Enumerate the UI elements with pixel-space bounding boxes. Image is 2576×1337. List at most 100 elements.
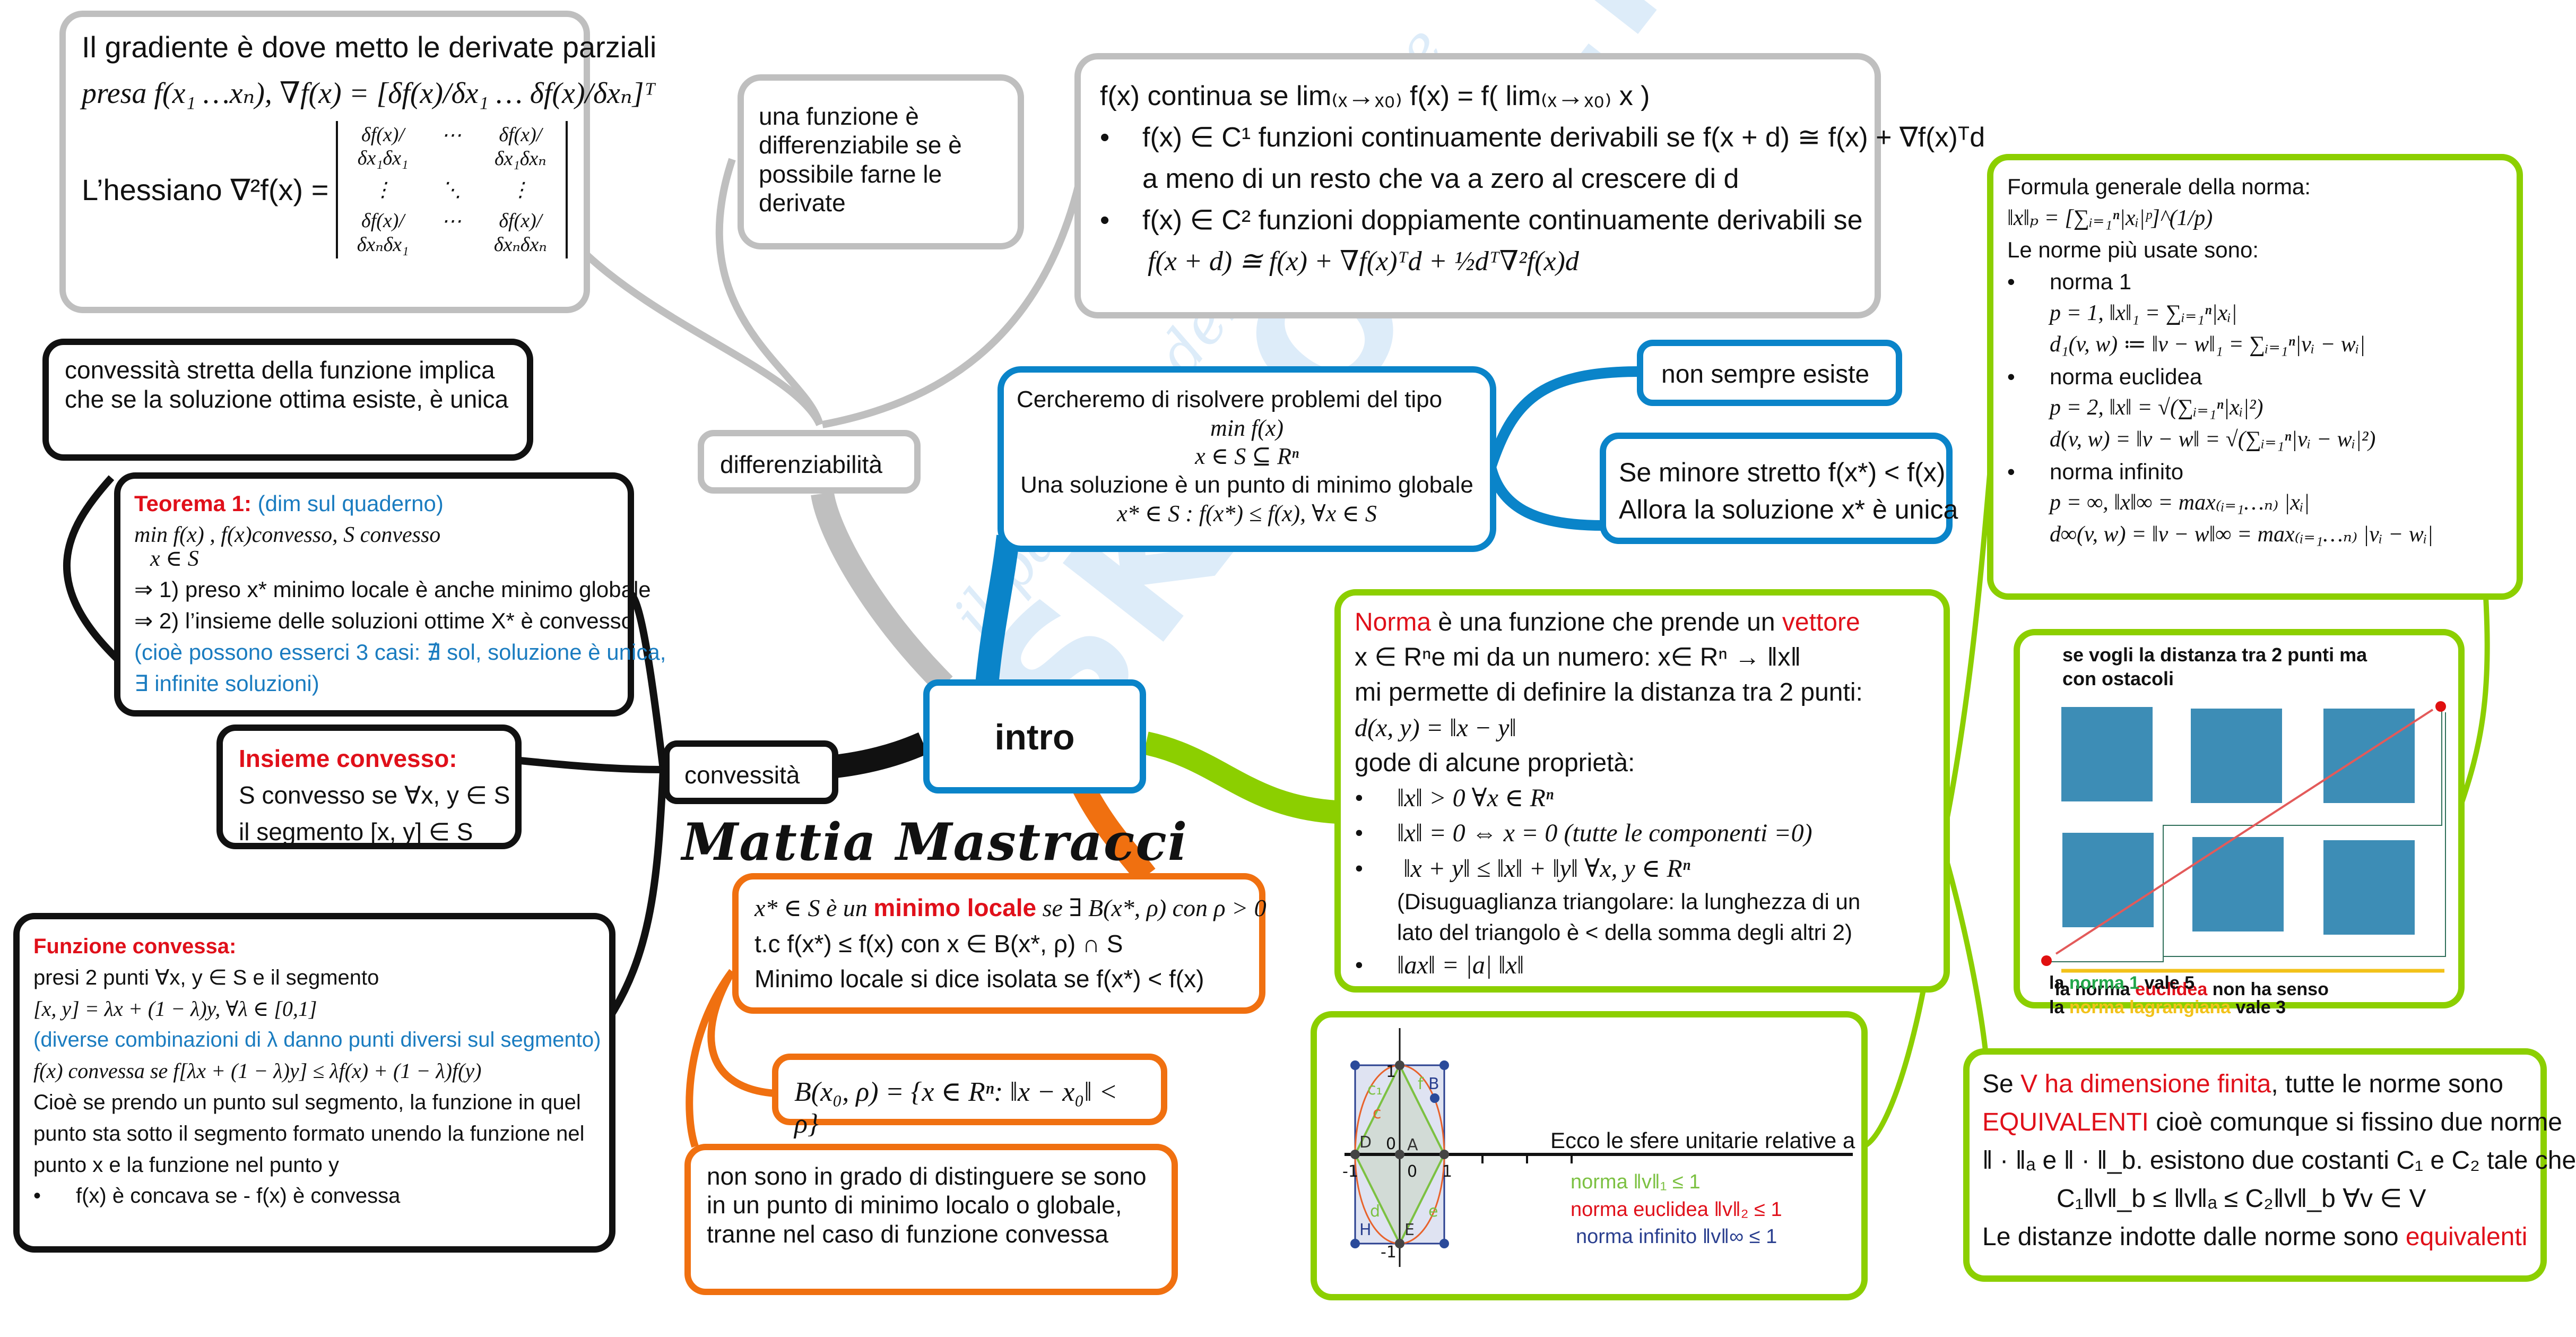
obstacle-square (2191, 709, 2282, 803)
convex-function-note: (diverse combinazioni di λ danno punti d… (33, 1028, 601, 1052)
norm-property: • ‖x + y‖ ≤ ‖x‖ + ‖y‖ ∀x, y ∈ Rⁿ (1355, 854, 1690, 883)
unit-spheres-figure: A B D E H c₁ c d e f 1 0 0 -1 1 -1 (1342, 1028, 1853, 1267)
norm-line: d(x, y) = ‖x − y‖ (1355, 713, 1516, 742)
branch-blue-2 (1486, 465, 1603, 531)
hessian-cell: δf(x)/δxₙδx₁ (357, 210, 409, 256)
ball-definition-node[interactable]: B(x₀, ρ) = {x ∈ Rⁿ: ‖x − x₀‖ < ρ} (772, 1054, 1167, 1139)
convessita-node[interactable]: convessità (663, 740, 838, 804)
triangle-note: lato del triangolo è < della somma degli… (1397, 919, 1852, 945)
label-D: D (1359, 1133, 1372, 1152)
continuity-node[interactable]: f(x) continua se lim₍ₓ→ₓ₀₎ f(x) = f( lim… (1074, 53, 1985, 318)
convessita-label: convessità (684, 761, 800, 789)
hessian-cell: ⋮ (372, 179, 393, 201)
point (1430, 1093, 1439, 1103)
norm-item-formula: p = 2, ‖x‖ = √(∑ᵢ₌₁ⁿ|xᵢ|²) (2050, 395, 2263, 420)
theorem-note1: (cioè possono esserci 3 casi: ∄ sol, sol… (134, 639, 666, 665)
point (1350, 1060, 1360, 1070)
convex-set-node[interactable]: Insieme convesso: S convesso se ∀x, y ∈ … (216, 724, 522, 849)
norm-item-formula: d(v, w) = ‖v − w‖ = √(∑ᵢ₌₁ⁿ|vᵢ − wᵢ|²) (2050, 427, 2376, 452)
problem-node[interactable]: Cercheremo di risolvere problemi del tip… (998, 366, 1496, 552)
theorem-line1-sub: x ∈ S (150, 546, 199, 571)
concave-bullet: •f(x) è concava se - f(x) è convessa (33, 1184, 401, 1208)
differentiable-definition-node[interactable]: una funzione è differenziabile se è poss… (738, 74, 1024, 249)
unit-spheres-node[interactable]: A B D E H c₁ c d e f 1 0 0 -1 1 -1 Ecco … (1311, 1011, 1868, 1300)
local-min-line2: t.c f(x*) ≤ f(x) con x ∈ B(x*, ρ) ∩ S (754, 929, 1123, 958)
hessian-cell: ⋮ (510, 179, 531, 201)
norm-item-formula: p = ∞, ‖x‖∞ = max₍ᵢ₌₁…ₙ₎ |xᵢ| (2050, 490, 2310, 515)
obstacles-line2: la norma 1 vale 5 (2049, 973, 2195, 993)
equivalence-line1: Se V ha dimensione finita, tutte le norm… (1982, 1070, 2503, 1098)
norm-line: x ∈ Rⁿe mi da un numero: x∈ Rⁿ → ‖x‖ (1355, 643, 1801, 672)
equivalence-line2: EQUIVALENTI cioè comunque si fissino due… (1982, 1108, 2562, 1136)
tick-label: 1 (1386, 1063, 1396, 1081)
hessian-matrix: δf(x)/δx₁δx₁ ⋯ δf(x)/δx₁δxₙ ⋮ ⋱ ⋮ δf(x)/… (336, 121, 568, 258)
problem-line: Cercheremo di risolvere problemi del tip… (1017, 386, 1443, 412)
point (1395, 1150, 1404, 1159)
differenziabilita-node[interactable]: differenziabilità (698, 430, 921, 494)
label-A: A (1407, 1136, 1418, 1154)
not-always-text: non sempre esiste (1661, 360, 1870, 389)
theorem-line3: ⇒ 2) l’insieme delle soluzioni ottime X*… (134, 608, 634, 634)
branch-blue-main (975, 534, 1020, 686)
obstacles-node[interactable]: se vogli la distanza tra 2 punti ma con … (2014, 629, 2465, 1008)
theorem-node[interactable]: Teorema 1: (dim sul quaderno) min f(x) ,… (114, 472, 666, 717)
label-H: H (1359, 1221, 1372, 1239)
local-global-note-node[interactable]: non sono in grado di distinguere se sono… (684, 1144, 1178, 1295)
theorem-note: (dim sul quaderno) (257, 491, 444, 516)
gradient-title: Il gradiente è dove metto le derivate pa… (82, 30, 657, 64)
local-min-prefix: x* ∈ S è un (754, 894, 874, 921)
equivalence-line3: ‖ · ‖ₐ e ‖ · ‖_b. esistono due costanti … (1982, 1146, 2576, 1175)
branch-gray-grad (578, 246, 823, 427)
triangle-note: (Disuguaglianza triangolare: la lunghezz… (1397, 889, 1861, 914)
tick-label: 1 (1442, 1162, 1452, 1181)
strict-line: Se minore stretto f(x*) < f(x) (1619, 458, 1946, 487)
manhattan-path (2046, 710, 2442, 962)
not-always-node[interactable]: non sempre esiste (1637, 340, 1902, 406)
equivalence-node[interactable]: Se V ha dimensione finita, tutte le norm… (1963, 1048, 2576, 1282)
point (1439, 1060, 1449, 1070)
point (1395, 1239, 1404, 1248)
general-norm-title: Formula generale della norma: (2007, 174, 2311, 199)
label-e: e (1428, 1202, 1438, 1221)
theorem-note2: ∃ infinite soluzioni) (134, 670, 319, 696)
continuity-def: f(x) continua se lim₍ₓ→ₓ₀₎ f(x) = f( lim… (1100, 81, 1650, 111)
convex-set-line2: il segmento [x, y] ∈ S (239, 818, 473, 846)
c2-bullet: •f(x) ∈ C² funzioni doppiamente continua… (1100, 205, 1863, 236)
label-E: E (1404, 1221, 1415, 1239)
differenziabilita-label: differenziabilità (720, 451, 883, 478)
problem-line: min f(x) (1210, 415, 1284, 441)
local-minimum-node[interactable]: x* ∈ S è un minimo locale se ∃ B(x*, ρ) … (732, 873, 1267, 1014)
hessian-label: L’hessiano ∇²f(x) = (82, 172, 329, 206)
obstacle-square (2323, 840, 2415, 935)
gradient-formula: presa f(x₁ …xₙ), ∇f(x) = [δf(x)/δx₁ … δf… (82, 77, 656, 110)
ball-definition: B(x₀, ρ) = {x ∈ Rⁿ: ‖x − x₀‖ < ρ} (794, 1077, 1118, 1139)
norm-word: Norma (1355, 608, 1432, 636)
gradient-hessian-node[interactable]: Il gradiente è dove metto le derivate pa… (59, 11, 657, 313)
strict-min-node[interactable]: Se minore stretto f(x*) < f(x) Allora la… (1600, 433, 1958, 544)
problem-line: x* ∈ S : f(x*) ≤ f(x), ∀x ∈ S (1117, 500, 1377, 527)
general-norm-subtitle: Le norme più usate sono: (2007, 237, 2259, 263)
point (1439, 1150, 1449, 1159)
branch-gray-main (811, 491, 953, 693)
c1-remainder: a meno di un resto che va a zero al cres… (1142, 163, 1739, 194)
intro-central-node[interactable]: intro (923, 679, 1146, 793)
local-min-suffix: se ∃ B(x*, ρ) con ρ > 0 (1036, 894, 1267, 921)
hessian-cell: ⋯ (441, 124, 462, 146)
strict-convexity-node[interactable]: convessità stretta della funzione implic… (42, 339, 533, 461)
general-norm-node[interactable]: Formula generale della norma: ‖x‖ₚ = [∑ᵢ… (1987, 154, 2523, 600)
c1-bullet: •f(x) ∈ C¹ funzioni continuamente deriva… (1100, 122, 1985, 153)
norm-item-formula: d∞(v, w) = ‖v − w‖∞ = max₍ᵢ₌₁…ₙ₎ |vᵢ − w… (2050, 522, 2433, 547)
convex-function-node[interactable]: Funzione convessa: presi 2 punti ∀x, y ∈… (13, 913, 615, 1253)
label-c: c (1373, 1104, 1382, 1123)
obstacles-figure (2041, 701, 2446, 973)
norm-item-formula: p = 1, ‖x‖₁ = ∑ᵢ₌₁ⁿ|xᵢ| (2050, 300, 2237, 325)
euclidean-line (2055, 709, 2434, 955)
norm-definition-node[interactable]: Norma è una funzione che prende un vetto… (1334, 589, 1950, 993)
convex-set-title: Insieme convesso: (239, 745, 457, 772)
convex-function-line: punto x e la funzione nel punto y (33, 1153, 339, 1177)
branch-orange-2 (686, 969, 735, 1148)
norm-def-mid: è una funzione che prende un (1431, 608, 1782, 636)
strict-convexity-text: convessità stretta della funzione implic… (65, 356, 509, 413)
theorem-title: Teorema 1: (134, 491, 251, 516)
general-norm-formula: ‖x‖ₚ = [∑ᵢ₌₁ⁿ|xᵢ|ᵖ]^(1/p) (2007, 205, 2213, 230)
